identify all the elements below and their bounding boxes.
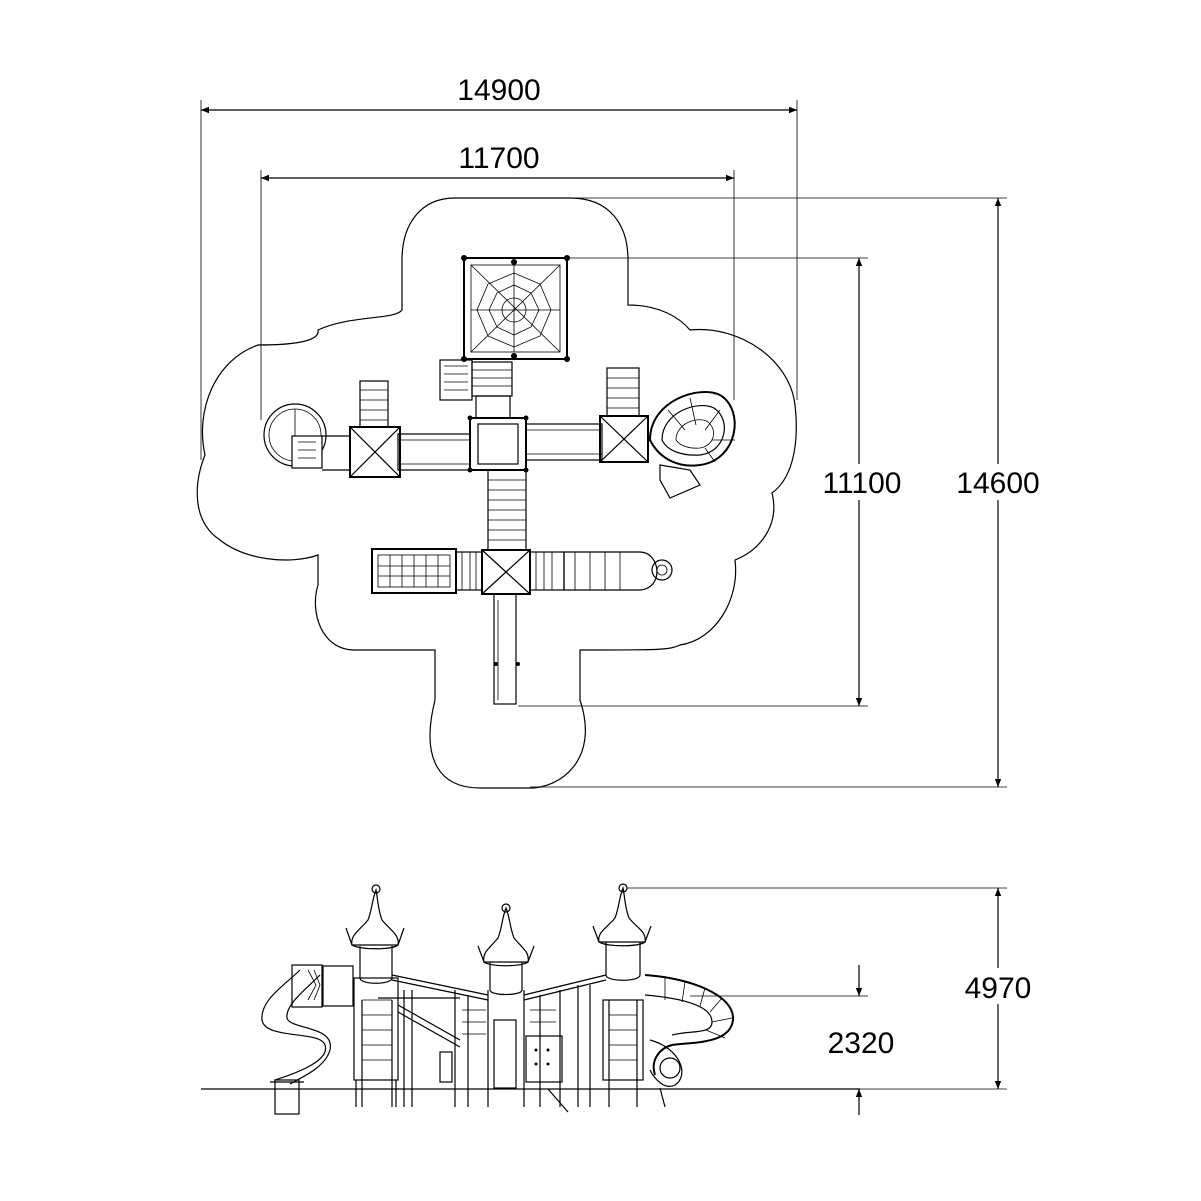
elevation-spiral-slide-right bbox=[644, 974, 735, 1108]
safety-zone-outline bbox=[196, 197, 797, 789]
stairs-top bbox=[439, 359, 513, 419]
elevation-tower-left bbox=[345, 884, 405, 1107]
dim-label-4970: 4970 bbox=[965, 972, 1032, 1005]
dim-elevation-total-height: 4970 bbox=[627, 887, 1046, 1090]
dim-plan-structure-depth: 11100 bbox=[518, 257, 910, 707]
elevation-tower-right bbox=[592, 883, 652, 1107]
dim-plan-total-width: 14900 bbox=[200, 74, 798, 460]
spiral-slide-right bbox=[648, 391, 736, 499]
elevation-view: 4970 2320 bbox=[201, 883, 1046, 1115]
dim-elevation-platform-height: 2320 bbox=[690, 965, 894, 1115]
elevation-bridges bbox=[378, 974, 607, 1113]
plan-view: 14900 11700 11100 14600 bbox=[196, 74, 1048, 789]
tower-right bbox=[599, 367, 649, 463]
climbing-net-panel bbox=[371, 548, 483, 594]
bridge-vertical bbox=[487, 469, 527, 551]
dim-label-11700: 11700 bbox=[458, 142, 539, 175]
tower-left bbox=[349, 380, 401, 478]
dim-label-11100: 11100 bbox=[823, 467, 902, 500]
dim-plan-structure-width: 11700 bbox=[260, 142, 735, 420]
bridge-left bbox=[397, 433, 471, 471]
bridge-bottom bbox=[493, 593, 520, 705]
elevation-tower-middle bbox=[477, 903, 535, 1107]
dim-label-14900: 14900 bbox=[457, 74, 540, 107]
elevation-slide-left bbox=[261, 964, 354, 1115]
spider-net-tower bbox=[461, 255, 570, 362]
tower-bottom bbox=[481, 549, 531, 595]
dim-label-14600: 14600 bbox=[956, 467, 1039, 500]
bridge-right bbox=[525, 423, 603, 461]
dim-label-2320: 2320 bbox=[828, 1027, 895, 1060]
tube-slide-bottom-right bbox=[529, 551, 673, 591]
dim-plan-total-depth: 14600 bbox=[530, 197, 1048, 788]
central-platform bbox=[467, 415, 529, 473]
slide-left bbox=[263, 403, 351, 471]
